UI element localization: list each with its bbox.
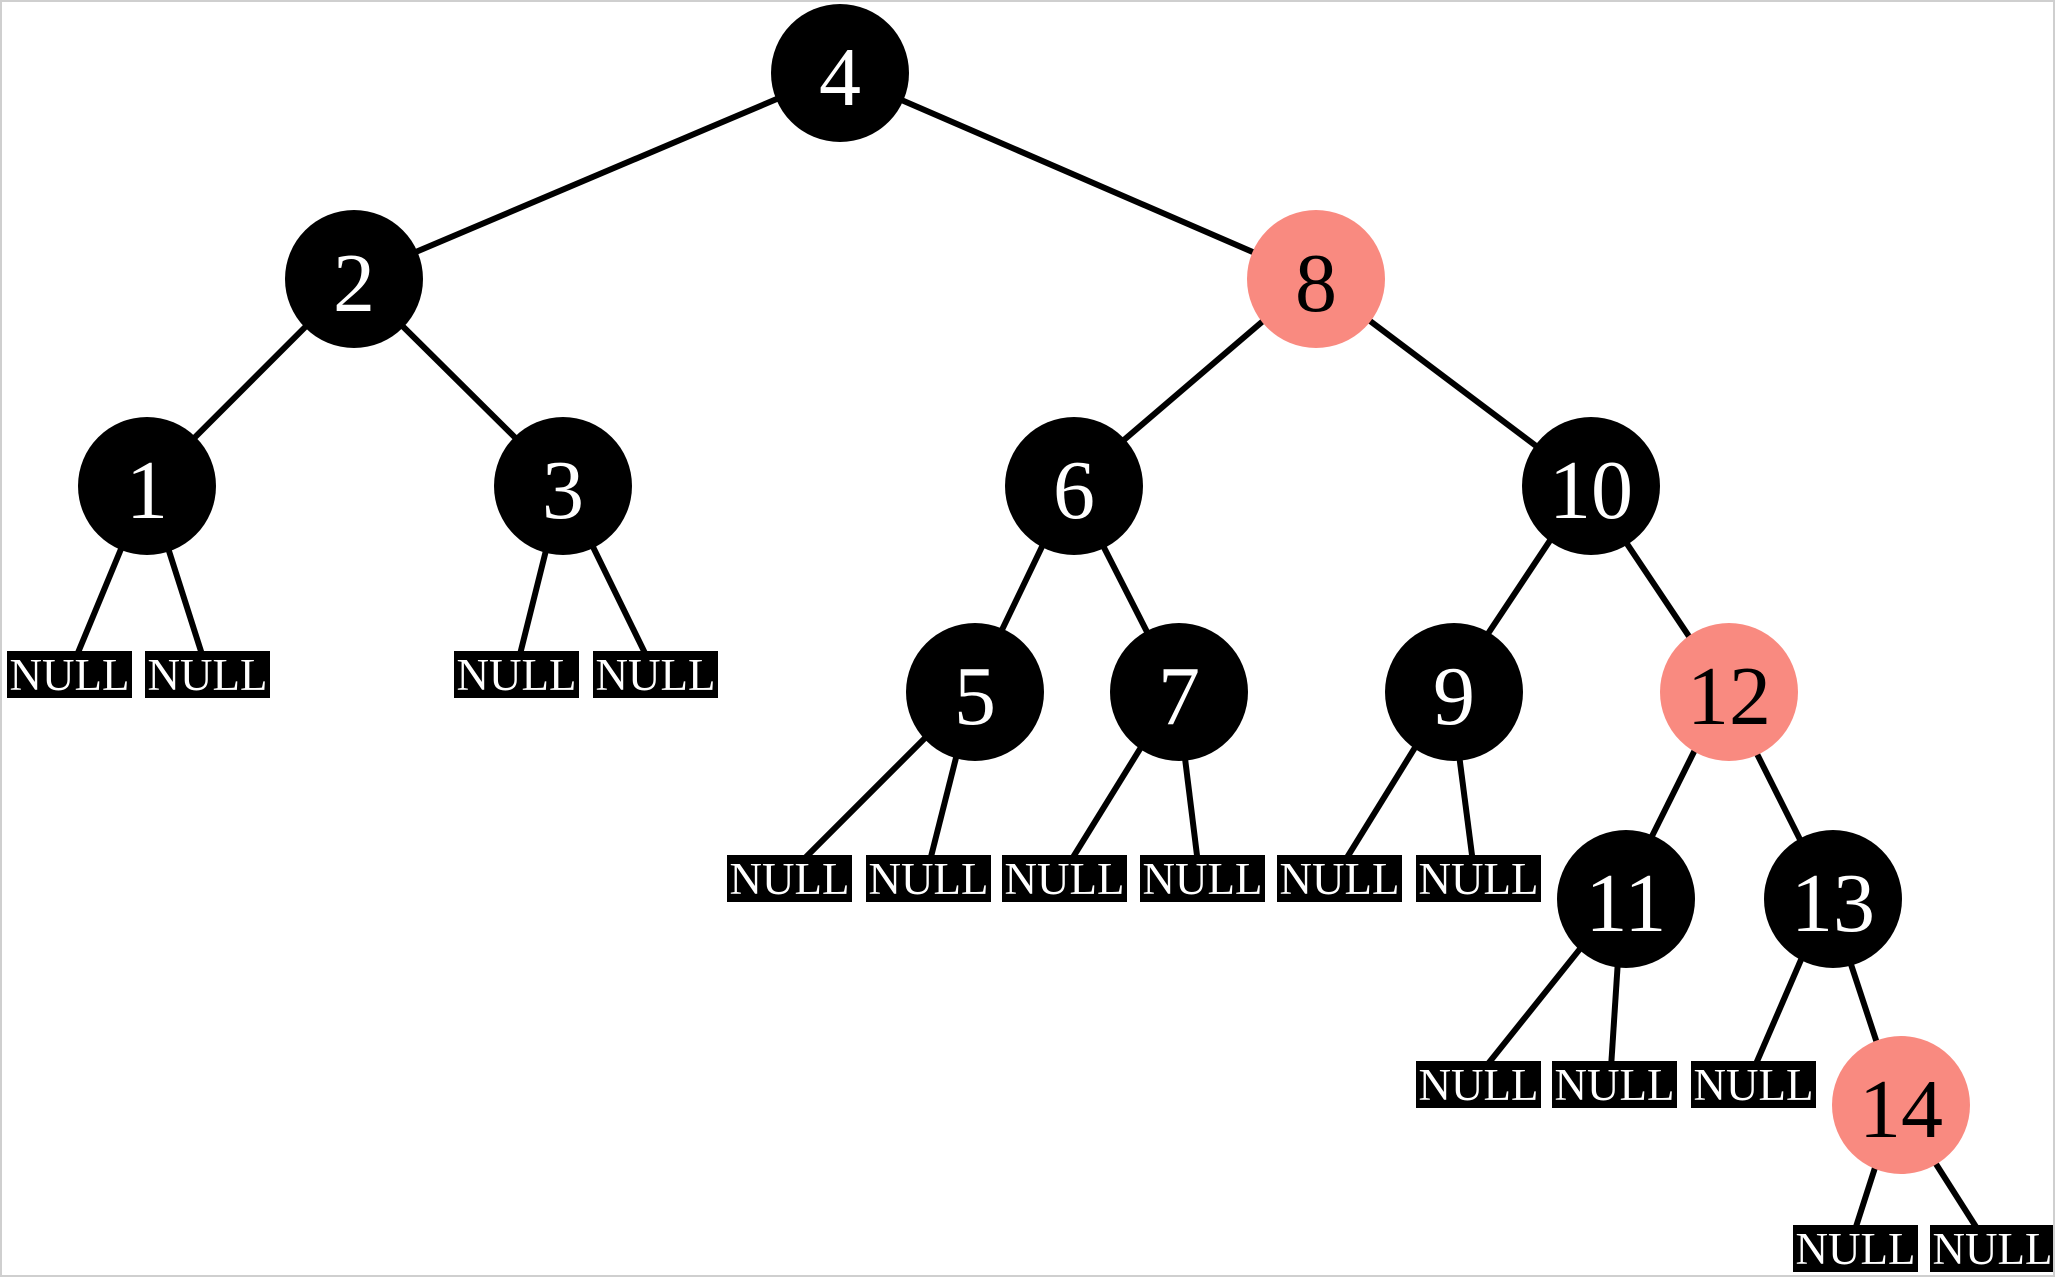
tree-node-9-black: 9 [1385,623,1523,761]
tree-node-8-red: 8 [1247,210,1385,348]
tree-node-label: 2 [333,237,375,330]
tree-node-13-black: 13 [1764,830,1902,968]
null-leaf-null-11-l: NULL [1416,1061,1541,1108]
null-leaf-label: NULL [868,854,989,904]
tree-node-10-black: 10 [1522,417,1660,555]
tree-node-14-red: 14 [1832,1036,1970,1174]
null-leaf-null-3-r: NULL [593,651,718,698]
tree-node-label: 13 [1791,857,1875,950]
null-leaf-null-9-l: NULL [1277,855,1402,902]
tree-node-1-black: 1 [78,417,216,555]
tree-node-label: 14 [1859,1063,1943,1156]
tree-node-label: 4 [819,31,861,124]
null-leaf-label: NULL [147,650,268,700]
tree-node-3-black: 3 [494,417,632,555]
tree-node-7-black: 7 [1110,623,1248,761]
tree-node-label: 11 [1585,857,1667,950]
tree-node-11-black: 11 [1557,830,1695,968]
tree-node-12-red: 12 [1660,623,1798,761]
null-leaf-label: NULL [1795,1224,1916,1274]
null-leaf-label: NULL [1418,854,1539,904]
null-leaf-label: NULL [1142,854,1263,904]
tree-node-label: 8 [1295,237,1337,330]
null-leaf-label: NULL [729,854,850,904]
null-leaf-label: NULL [9,650,130,700]
null-leaf-label: NULL [1932,1224,2053,1274]
null-leaf-null-7-l: NULL [1002,855,1127,902]
tree-node-6-black: 6 [1005,417,1143,555]
tree-node-4-black: 4 [771,4,909,142]
null-leaf-null-3-l: NULL [454,651,579,698]
null-leaf-label: NULL [1418,1060,1539,1110]
tree-node-label: 7 [1158,650,1200,743]
null-leaf-null-5-l: NULL [727,855,852,902]
null-leaf-null-1-l: NULL [7,651,132,698]
null-leaf-null-9-r: NULL [1416,855,1541,902]
tree-node-2-black: 2 [285,210,423,348]
null-leaf-null-11-r: NULL [1552,1061,1677,1108]
null-leaf-label: NULL [456,650,577,700]
tree-edge-4-2 [352,70,840,281]
null-leaf-null-7-r: NULL [1140,855,1265,902]
null-leaf-label: NULL [1279,854,1400,904]
null-leaf-label: NULL [1554,1060,1675,1110]
null-leaf-null-5-r: NULL [866,855,991,902]
tree-node-label: 10 [1549,444,1633,537]
tree-node-5-black: 5 [906,623,1044,761]
tree-edge-4-8 [837,70,1315,281]
tree-node-label: 9 [1433,650,1475,743]
tree-node-label: 5 [954,650,996,743]
null-leaf-null-14-l: NULL [1793,1225,1918,1272]
tree-node-label: 1 [126,444,168,537]
null-leaf-label: NULL [1004,854,1125,904]
null-leaf-null-13-l: NULL [1691,1061,1816,1108]
tree-node-label: 3 [542,444,584,537]
null-leaf-label: NULL [595,650,716,700]
null-leaf-label: NULL [1693,1060,1814,1110]
null-leaf-null-14-r: NULL [1930,1224,2053,1274]
null-leaf-null-1-r: NULL [145,651,270,698]
tree-node-label: 12 [1687,650,1771,743]
tree-node-label: 6 [1053,444,1095,537]
